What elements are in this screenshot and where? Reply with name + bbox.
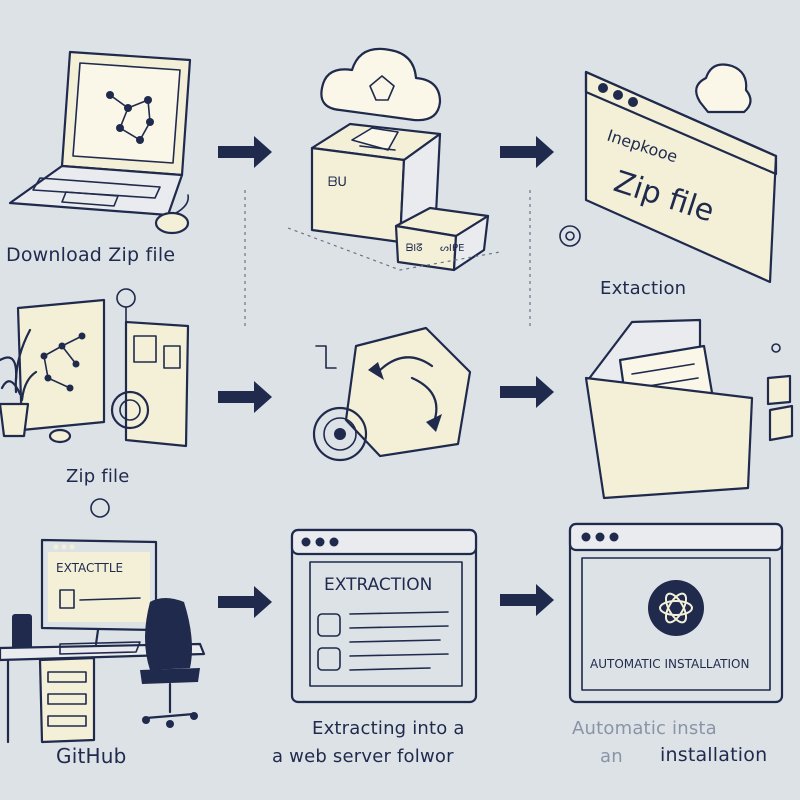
label-extracting-line1: Extracting into a	[312, 718, 465, 739]
extraction-window-icon	[290, 528, 478, 704]
arrow-6	[500, 584, 554, 616]
cloud-server-icon	[287, 47, 501, 272]
auto-install-window-icon	[568, 522, 784, 704]
box-label-small2: ᔕIᑭE	[440, 243, 464, 254]
label-extracting-line2: a web server folwor	[272, 746, 454, 767]
arrow-1	[218, 136, 272, 168]
label-auto-inst-line2a: an	[600, 746, 623, 767]
arrow-4	[500, 376, 554, 408]
small-pin-icon	[90, 498, 110, 518]
arrow-5	[218, 586, 272, 618]
monitor-text: EXTACTTLE	[56, 561, 123, 575]
label-github: GitHub	[56, 744, 127, 768]
label-extaction: Extaction	[600, 278, 687, 299]
box-label-small: ᗷIᘔ	[406, 243, 423, 254]
arrow-2	[500, 136, 554, 168]
extraction-window-text: EXTRACTION	[324, 575, 432, 595]
board-with-plant-icon	[0, 288, 190, 448]
desk-workstation-icon	[0, 538, 206, 744]
open-folder-icon	[584, 318, 794, 500]
label-zip-file: Zip file	[66, 466, 130, 487]
zip-file-window-icon	[559, 63, 778, 284]
laptop-icon	[8, 50, 192, 235]
extract-refresh-icon	[312, 326, 472, 462]
box-label-front: ᗷᑌ	[328, 175, 347, 190]
auto-install-text: AUTOMATIC INSTALLATION	[590, 657, 749, 671]
label-auto-inst-line1: Automatic insta	[572, 718, 717, 739]
label-auto-inst-line2b: installation	[660, 744, 768, 766]
label-download-zip: Download Zip file	[6, 244, 176, 266]
arrow-3	[218, 381, 272, 413]
